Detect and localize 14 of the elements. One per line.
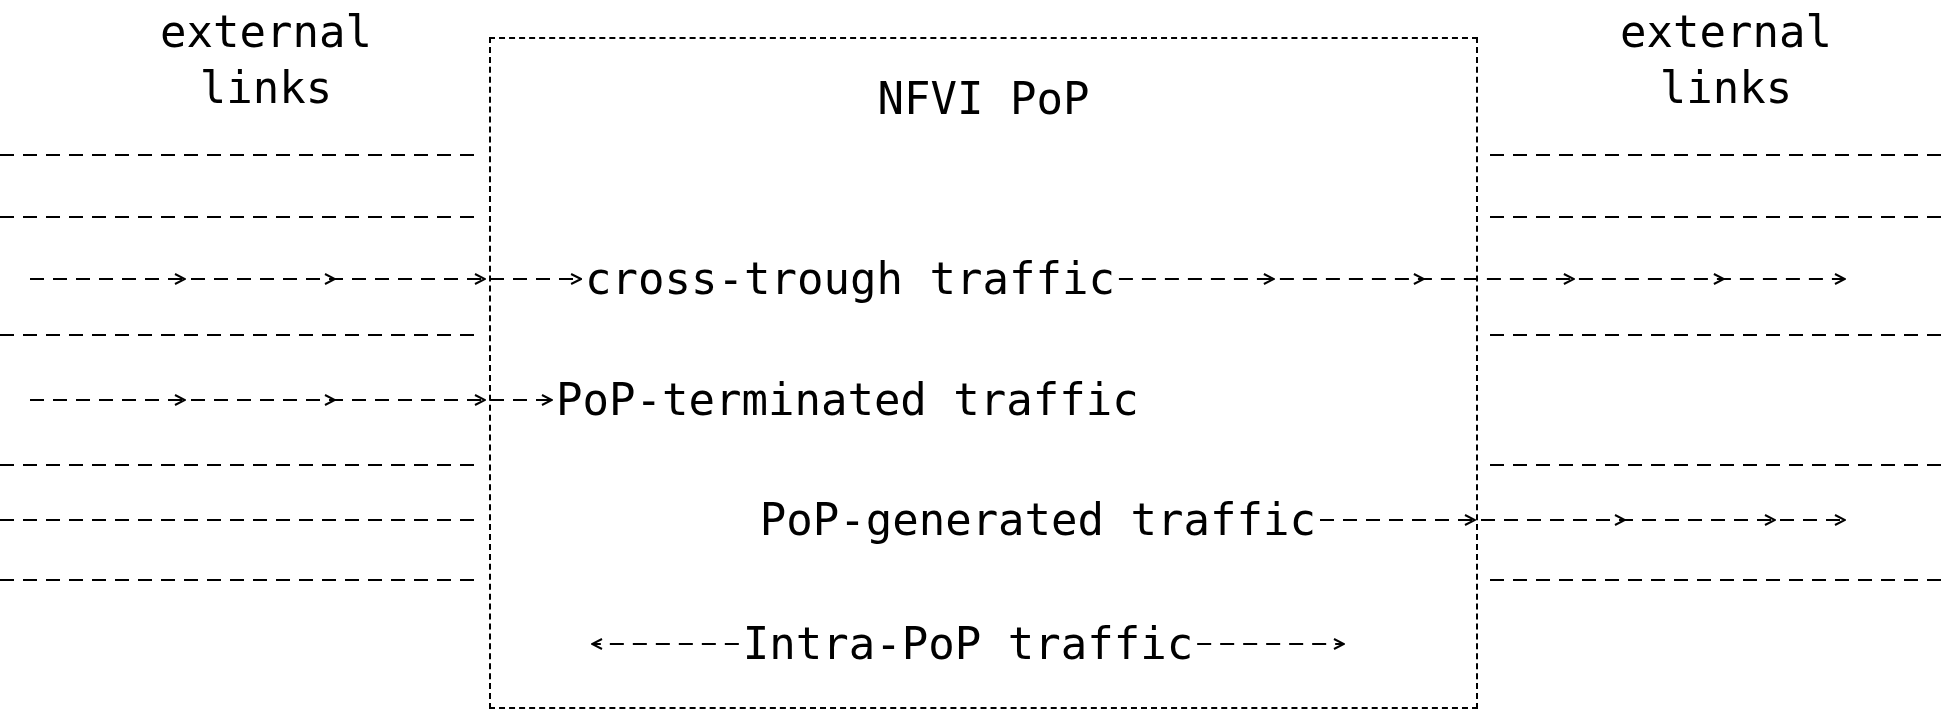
traffic-label: Intra-PoP traffic (742, 616, 1194, 672)
arrow (1196, 638, 1345, 650)
box-title: NFVI PoP (876, 72, 1091, 126)
link-label: external links (159, 5, 373, 115)
arrow (1117, 273, 1846, 285)
traffic-label: PoP-generated traffic (759, 492, 1316, 548)
pop-boundary-box (489, 37, 1478, 709)
arrow (29, 394, 553, 406)
arrow (591, 638, 740, 650)
traffic-label: cross-trough traffic (585, 251, 1115, 307)
arrow (1319, 514, 1846, 526)
traffic-label: PoP-terminated traffic (556, 372, 1139, 428)
link-label: external links (1619, 5, 1833, 115)
arrow (29, 273, 583, 285)
